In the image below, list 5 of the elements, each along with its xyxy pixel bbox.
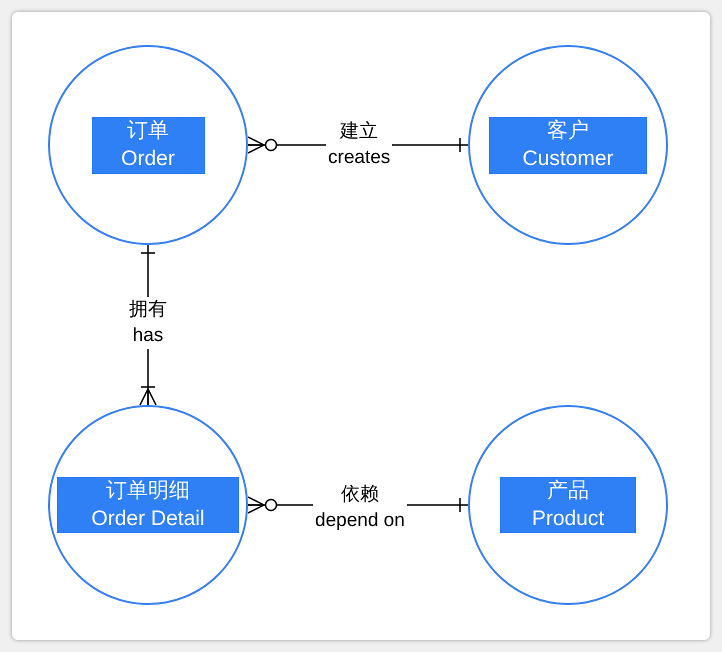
entity-box: 订单明细 Order Detail <box>57 477 239 533</box>
edge-label: 拥有 has <box>127 297 169 349</box>
entity-box: 产品 Product <box>500 477 636 533</box>
entity-box: 客户 Customer <box>489 116 647 174</box>
entity-box: 订单 Order <box>92 116 204 174</box>
